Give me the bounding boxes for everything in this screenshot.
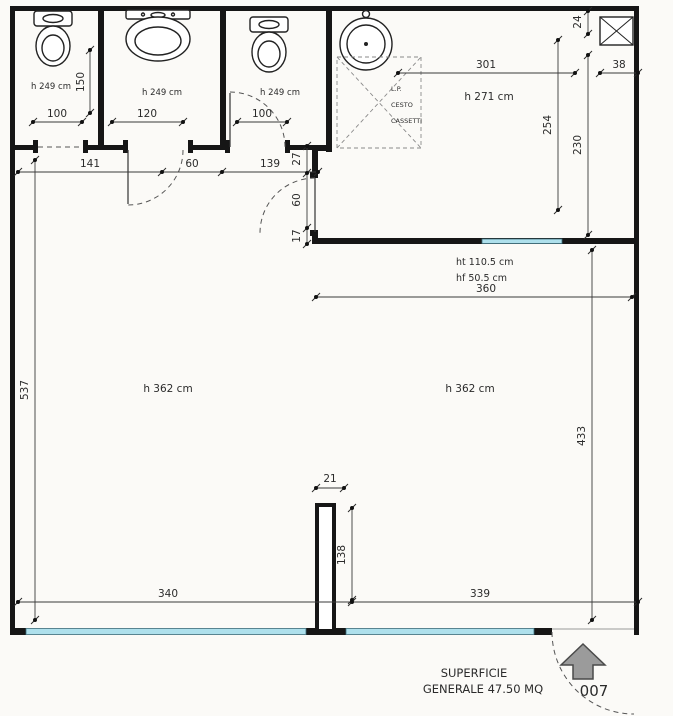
door-arc-bath-mid (127, 149, 184, 206)
jamb-bath-left-b (83, 140, 88, 153)
wall-bottom-1 (10, 628, 26, 635)
kitchen-sink-faucet (361, 9, 371, 19)
dim-bath-mid-width: 120 (137, 108, 157, 120)
wall-bath-kitchen (326, 6, 332, 152)
door-arc-kitchen (259, 177, 316, 234)
surface-label-line2: GENERALE 47.50 MQ (423, 682, 543, 696)
dim-hall-left: 141 (80, 158, 100, 170)
toilet-right-seat (257, 40, 281, 68)
window-kitchen (481, 238, 563, 244)
dim-kitchen-width: 301 (476, 59, 496, 71)
label-living-height-left: h 362 cm (143, 383, 192, 395)
wall-partition-2 (220, 6, 226, 150)
dim-door-kitchen: 60 (291, 193, 303, 206)
kitchen-sink-drain (364, 42, 368, 46)
unit-number: 007 (580, 682, 609, 700)
dim-bath-depth: 150 (75, 72, 87, 92)
wall-partition-1 (98, 6, 104, 150)
label-cabinet-lp: L.P. (391, 85, 402, 93)
shaft (599, 16, 634, 46)
dimension-labels: 100 120 100 150 141 60 139 27 60 17 301 … (19, 15, 626, 600)
wall-top (10, 6, 639, 11)
wall-bath-bottom-2 (83, 145, 128, 150)
window-bottom-right (345, 628, 535, 635)
wall-kitchen-bottom (312, 238, 638, 244)
dim-kitchen-254: 254 (542, 115, 554, 135)
jamb-kitchen-b (310, 230, 318, 236)
toilet-left-seat (41, 34, 65, 62)
wall-left (10, 6, 15, 635)
label-bath-middle-height: h 249 cm (142, 88, 182, 98)
washbasin-inner (134, 26, 182, 56)
dim-hall-door: 60 (185, 158, 198, 170)
kitchen-cabinet (336, 56, 422, 149)
wall-bottom-3 (534, 628, 552, 635)
window-bottom-left (25, 628, 307, 635)
label-bath-right-height: h 249 cm (260, 88, 300, 98)
washbasin (125, 9, 191, 62)
label-cabinet-cassetti: CASSETTI (391, 117, 422, 125)
dim-living-top: 360 (476, 283, 496, 295)
dim-jamb-bottom: 17 (291, 229, 303, 242)
dim-kitchen-230: 230 (572, 135, 584, 155)
label-window-sill-height: ht 110.5 cm (456, 257, 513, 268)
footer: SUPERFICIE GENERALE 47.50 MQ 007 (423, 642, 609, 700)
dim-living-left: 537 (19, 380, 31, 400)
label-kitchen-height: h 271 cm (464, 91, 513, 103)
wall-kitchen-jamb-bottom (312, 230, 318, 244)
dim-bath-right-width: 100 (252, 108, 272, 120)
dim-bottom-left: 340 (158, 588, 178, 600)
dim-shaft-width: 38 (612, 59, 625, 71)
label-cabinet-cesto: CESTO (391, 101, 413, 109)
label-bath-left-height: h 249 cm (31, 82, 71, 92)
toilet-right-button (258, 19, 280, 30)
jamb-bath-right-a (225, 140, 230, 153)
pillar (315, 503, 336, 633)
wall-bath-bottom-4 (285, 145, 332, 150)
toilet-right (249, 16, 289, 73)
toilet-left-button (42, 13, 64, 24)
door-arc-bath-right (229, 91, 286, 148)
washbasin-tap-right (170, 12, 176, 17)
jamb-bath-right-b (285, 140, 290, 153)
toilet-left (33, 10, 73, 67)
wall-kitchen-jog (312, 146, 332, 151)
jamb-bath-mid-b (188, 140, 193, 153)
dim-pillar-height: 138 (336, 545, 348, 565)
room-labels: h 249 cm h 249 cm h 249 cm h 271 cm ht 1… (31, 82, 514, 395)
dim-living-right: 433 (576, 426, 588, 446)
dimension-geometry (13, 6, 643, 625)
dim-bath-left-width: 100 (47, 108, 67, 120)
dim-pillar-width: 21 (323, 473, 336, 485)
north-arrow-icon (559, 642, 607, 680)
wall-bath-bottom-3 (188, 145, 230, 150)
dim-shaft-depth: 24 (572, 15, 584, 29)
doors (38, 91, 635, 715)
door-arc-entrance (551, 631, 635, 715)
label-living-height-right: h 362 cm (445, 383, 494, 395)
washbasin-tap-left (140, 12, 146, 17)
wall-bath-bottom-1 (10, 145, 38, 150)
jamb-bath-left-a (33, 140, 38, 153)
windows (25, 238, 563, 635)
dim-bottom-right: 339 (470, 588, 490, 600)
kitchen-sink (339, 9, 393, 71)
shaft-diagonal-2 (599, 16, 634, 46)
wall-kitchen-jamb-top (312, 146, 318, 178)
dim-jamb-top: 27 (291, 152, 303, 165)
surface-label-line1: SUPERFICIE (441, 666, 508, 680)
dim-hall-right: 139 (260, 158, 280, 170)
jamb-bath-mid-a (123, 140, 128, 153)
wall-right (634, 6, 639, 635)
label-window-bottom-height: hf 50.5 cm (456, 273, 507, 284)
cabinet-outline (336, 56, 422, 149)
jamb-kitchen-a (310, 172, 318, 178)
